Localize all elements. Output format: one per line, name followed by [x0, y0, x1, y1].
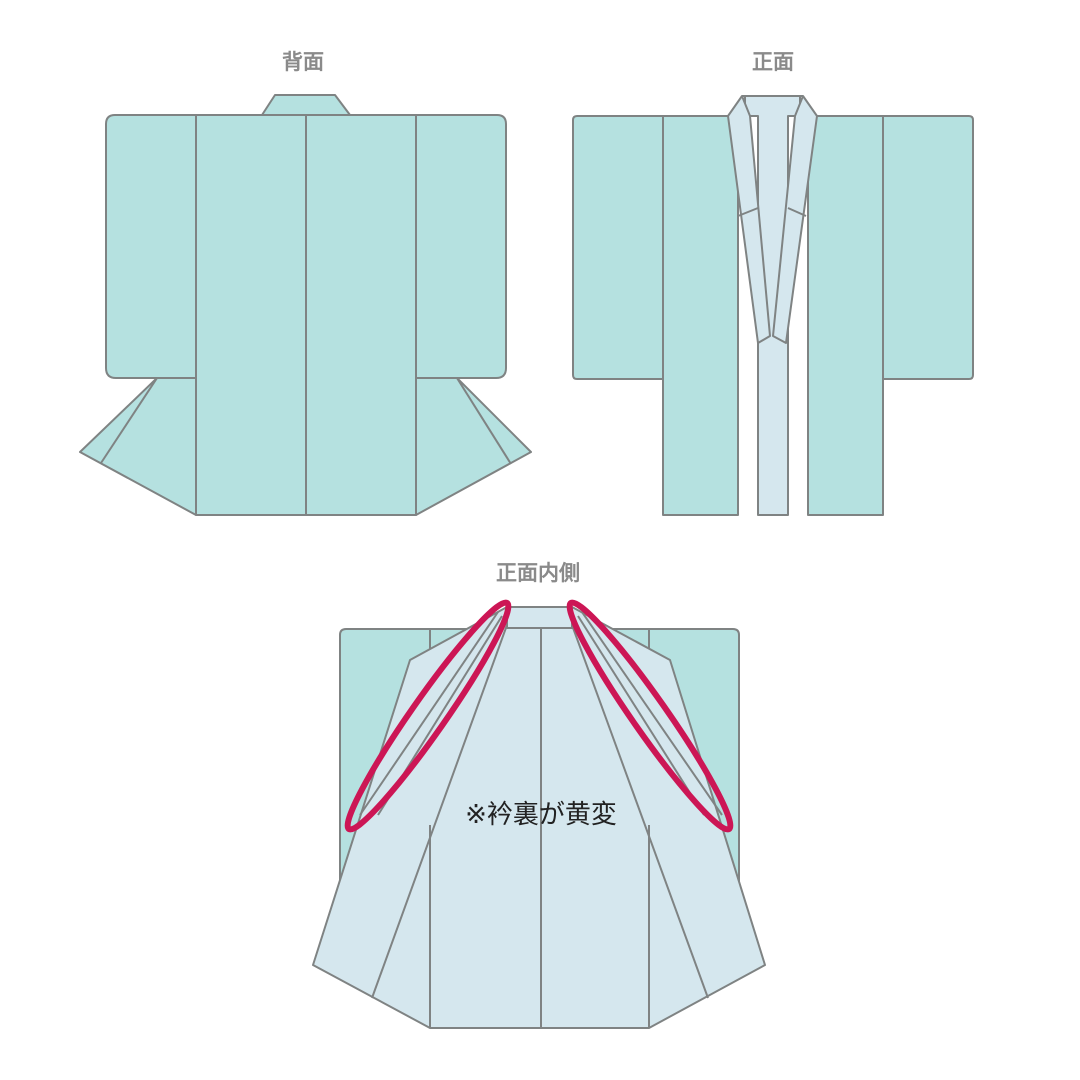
inside-left-collar-outer: [359, 611, 499, 816]
back-collar: [261, 94, 351, 116]
front-right-collar: [772, 95, 818, 344]
back-body-panel-right: [305, 114, 417, 516]
back-view: [79, 94, 532, 516]
back-left-gusset: [79, 377, 197, 516]
back-right-gusset-seam: [456, 377, 512, 465]
back-right-gusset: [415, 377, 532, 516]
left-collar-highlight-ellipse: [344, 599, 512, 833]
inside-right-collar-mid: [577, 615, 705, 816]
right-collar-highlight-ellipse: [566, 599, 734, 833]
back-right-sleeve: [415, 114, 507, 379]
inside-neck-band: [506, 606, 573, 629]
inside-right-collar-outer: [581, 611, 723, 816]
back-left-sleeve: [105, 114, 197, 379]
front-view-title: 正面: [752, 50, 794, 74]
front-right-sleeve: [882, 115, 974, 380]
front-left-collar: [727, 95, 771, 344]
back-body-panel-left: [195, 114, 307, 516]
front-left-panel: [662, 115, 739, 516]
inside-view-title: 正面内側: [496, 561, 580, 585]
inside-view: [312, 606, 766, 1029]
highlight-marks: [344, 599, 734, 833]
front-left-sleeve: [572, 115, 664, 380]
front-right-overlap: [787, 207, 807, 217]
front-right-panel: [807, 115, 884, 516]
back-left-gusset-seam: [100, 377, 158, 464]
inside-left-collar-inner: [371, 624, 508, 999]
yellowing-annotation: ※衿裏が黄変: [465, 800, 617, 830]
inside-right-collar-inner: [571, 624, 709, 999]
front-left-overlap: [737, 207, 759, 217]
front-view: [572, 95, 974, 516]
back-view-title: 背面: [282, 50, 324, 74]
